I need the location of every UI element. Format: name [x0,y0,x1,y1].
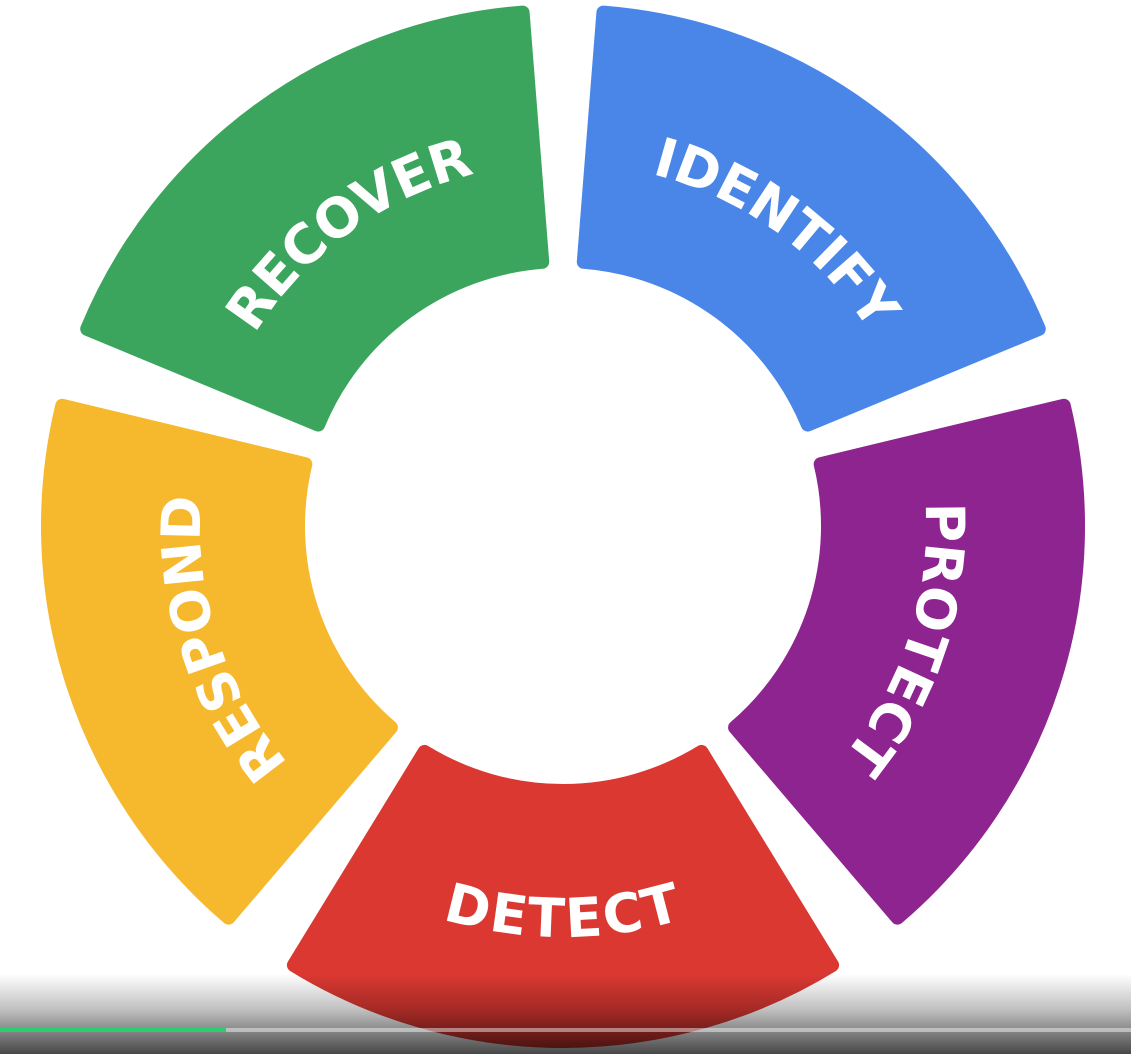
video-player-bar [0,974,1131,1054]
segment-recover: RECOVER [80,5,550,432]
segment-protect-shape [728,398,1085,925]
segment-identify: IDENTIFY [576,5,1046,432]
video-progress-bar[interactable] [0,1028,1131,1032]
video-progress-fill [0,1028,227,1032]
segment-respond: RESPOND [41,398,398,925]
segment-protect: PROTECT [728,398,1085,925]
segment-recover-shape [80,5,550,432]
segment-respond-shape [41,398,398,925]
segment-identify-shape [576,5,1046,432]
